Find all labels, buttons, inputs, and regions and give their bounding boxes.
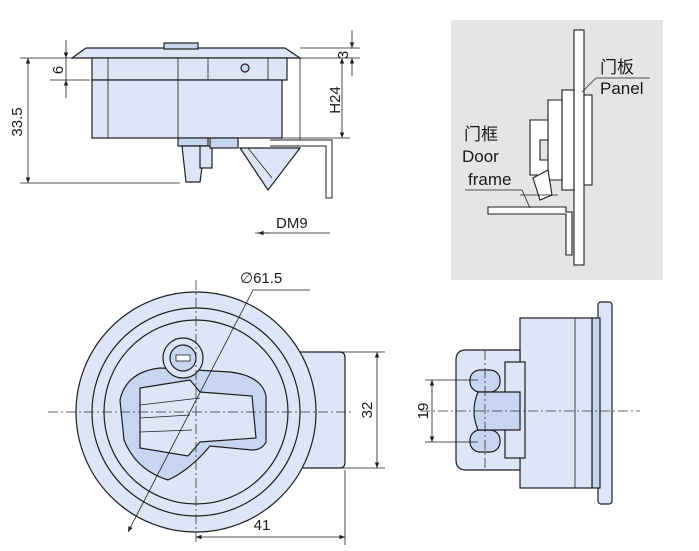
side-view: 19: [415, 301, 640, 505]
installation-inset: 门板 Panel 门框 Door frame: [451, 20, 663, 280]
panel-plate: [573, 29, 585, 266]
label-door-frame-en-1: Door: [462, 147, 499, 166]
door-frame-bracket: [487, 206, 573, 256]
dim-h24: H24: [327, 86, 344, 114]
label-door-frame-en-2: frame: [468, 170, 511, 189]
dim-dm9: DM9: [276, 215, 308, 232]
dim-33-5: 33.5: [9, 107, 26, 136]
handle-lever: [139, 379, 257, 457]
dim-3: 3: [335, 51, 352, 59]
dim-6: 6: [50, 66, 67, 74]
latch-cam: [238, 147, 302, 192]
key-slot: [175, 354, 191, 362]
dim-19: 19: [415, 403, 432, 420]
upper-body: [91, 57, 288, 81]
main-body: [91, 79, 283, 139]
label-panel-en: Panel: [600, 79, 643, 98]
dim-32: 32: [359, 402, 376, 419]
label-door-frame-cn: 门框: [464, 125, 498, 144]
flange-top-cap: [163, 42, 199, 50]
side-body: [519, 317, 593, 489]
elevation-view: 33.5 6 3 H24 DM9: [9, 30, 360, 236]
dim-41: 41: [254, 517, 271, 534]
latch-tongue: [181, 145, 206, 183]
front-view: ∅61.5 32 41: [48, 270, 385, 545]
pivot-pin: [240, 63, 250, 73]
label-panel-cn: 门板: [600, 58, 634, 77]
dim-diameter: ∅61.5: [240, 270, 282, 287]
frame-bracket: [270, 139, 333, 199]
